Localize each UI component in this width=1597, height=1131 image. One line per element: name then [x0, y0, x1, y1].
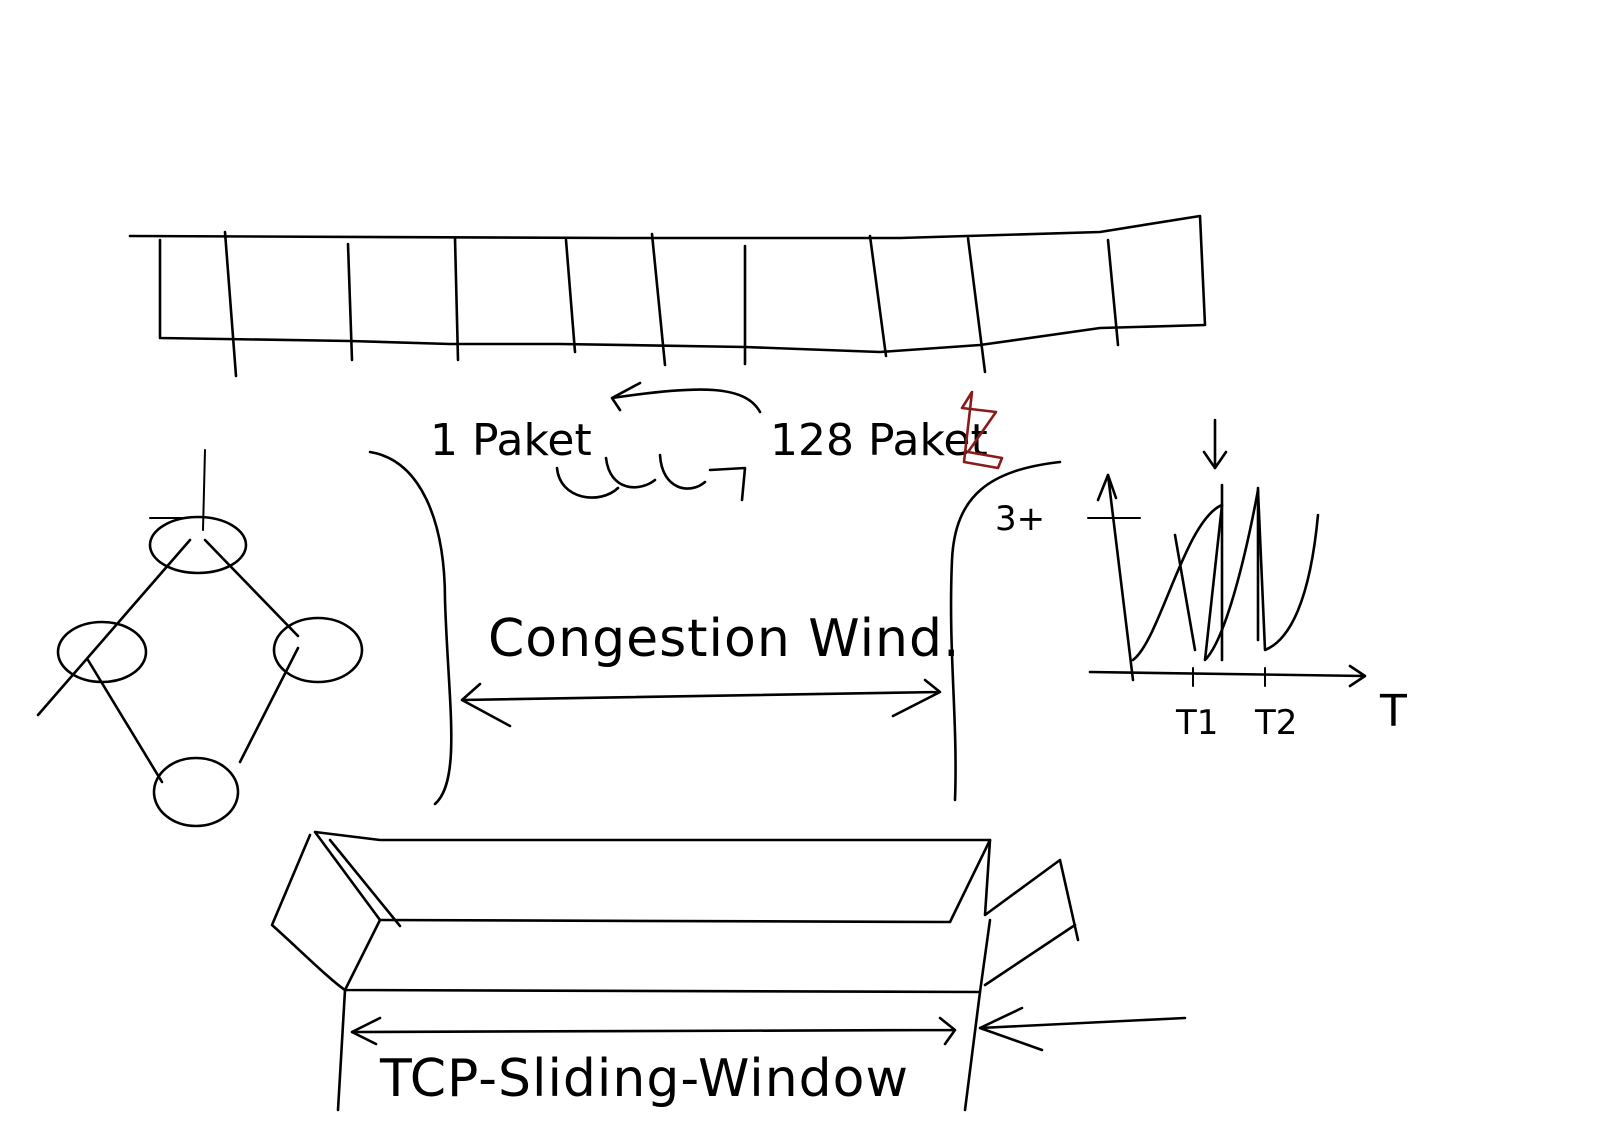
- tcp-sliding-window-label: TCP-Sliding-Window: [379, 1049, 909, 1109]
- y-axis: [1096, 473, 1135, 682]
- x-axis: [1088, 664, 1367, 688]
- one-packet-label: 1 Paket: [430, 415, 592, 466]
- network-graph: [36, 449, 364, 828]
- y-tick-label: 3+: [995, 499, 1045, 539]
- t1-label: T1: [1175, 703, 1218, 743]
- congestion-pipe: Congestion Wind.: [368, 450, 1062, 806]
- network-node-left: [56, 620, 148, 684]
- packet-buffer-strip: [128, 214, 1207, 378]
- lightning-bolt-icon: [960, 390, 1004, 470]
- t2-label: T2: [1254, 703, 1297, 743]
- packet-count-annotation: 1 Paket 128 Paket: [430, 381, 1004, 502]
- return-arrow: [610, 381, 762, 414]
- down-arrow-icon: [1202, 418, 1228, 470]
- packets-128-label: 128 Paket: [770, 415, 988, 466]
- pointer-arrow: [978, 1006, 1187, 1052]
- sawtooth-graph: 3+ T1 T2 T: [995, 418, 1407, 743]
- network-node-right: [272, 616, 364, 684]
- congestion-width-arrow: [460, 678, 942, 728]
- scribble-loops: [555, 453, 747, 502]
- sliding-window-box: TCP-Sliding-Window: [270, 830, 1187, 1112]
- network-node-top: [148, 515, 248, 575]
- window-width-arrow: [350, 1016, 957, 1046]
- time-axis-label: T: [1379, 686, 1407, 737]
- network-node-bottom: [152, 756, 240, 828]
- congestion-window-label: Congestion Wind.: [488, 609, 961, 669]
- growth-curve: [1131, 488, 1320, 662]
